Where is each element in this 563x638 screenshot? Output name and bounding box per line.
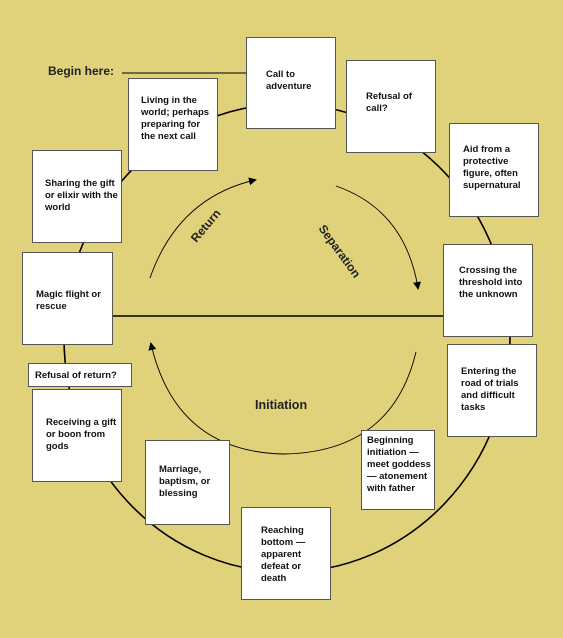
journey-circle — [63, 103, 511, 573]
stage-reaching-bottom: Reaching bottom — apparent defeat or dea… — [241, 507, 331, 600]
stage-marriage: Marriage, baptism, or blessing — [145, 440, 230, 525]
stage-road-of-trials: Entering the road of trials and difficul… — [447, 344, 537, 437]
stage-refusal-of-call: Refusal of call? — [346, 60, 436, 153]
stage-refusal-of-return: Refusal of return? — [28, 363, 132, 387]
stage-sharing-gift: Sharing the gift or elixir with the worl… — [32, 150, 122, 243]
initiation-arc — [148, 342, 417, 455]
stage-call-to-adventure: Call to adventure — [246, 37, 336, 129]
stage-beginning-initiation: Beginning initiation — meet goddess — at… — [361, 430, 435, 510]
stage-receiving-gift: Receiving a gift or boon from gods — [32, 389, 122, 482]
stage-aid: Aid from a protective figure, often supe… — [449, 123, 539, 217]
stage-magic-flight: Magic flight or rescue — [22, 252, 113, 345]
return-arc — [149, 177, 257, 279]
stage-living-in-world: Living in the world; perhaps preparing f… — [128, 78, 218, 171]
separation-arc — [335, 185, 421, 290]
stage-crossing-threshold: Crossing the threshold into the unknown — [443, 244, 533, 337]
initiation-label: Initiation — [255, 398, 308, 412]
begin-here-label: Begin here: — [48, 64, 115, 78]
